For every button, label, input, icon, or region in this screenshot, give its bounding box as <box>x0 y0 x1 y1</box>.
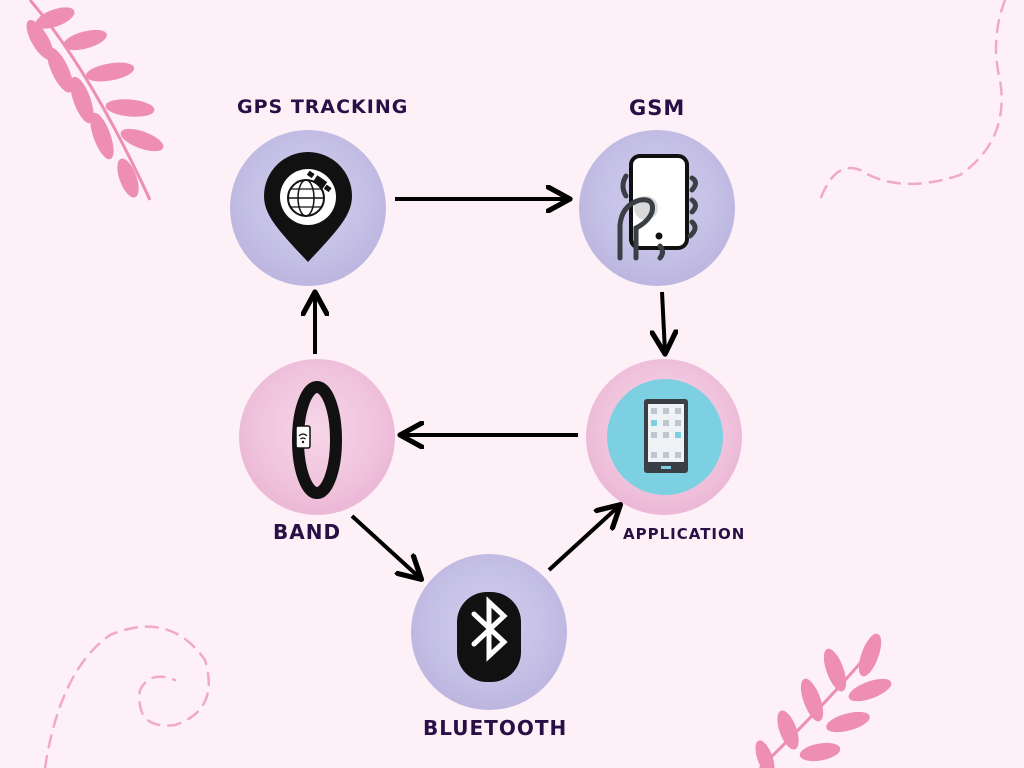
label-application: APPLICATION <box>623 525 746 543</box>
tablet-app-icon <box>607 379 723 495</box>
label-gsm: GSM <box>629 96 686 120</box>
leaf-branch-bottom-right-icon <box>755 633 892 768</box>
bluetooth-icon <box>457 592 521 682</box>
dashed-swirl-top-right-icon <box>818 0 1007 202</box>
node-gsm <box>579 130 735 286</box>
arrow-bluetooth-to-application <box>547 506 619 572</box>
node-bluetooth <box>411 554 567 710</box>
label-bluetooth: BLUETOOTH <box>423 716 568 740</box>
node-application <box>586 359 742 515</box>
map-pin-globe-satellite-icon <box>264 152 352 262</box>
label-gps-tracking: GPS TRACKING <box>237 96 409 118</box>
wristband-icon <box>292 381 342 499</box>
node-band <box>239 359 395 515</box>
dashed-swirl-bottom-left-icon <box>43 625 210 768</box>
arrow-gsm-to-application <box>662 291 665 352</box>
phone-in-hand-icon <box>617 154 698 261</box>
arrow-band-to-bluetooth <box>350 514 420 578</box>
label-band: BAND <box>273 520 342 544</box>
node-gps <box>230 130 386 286</box>
leaf-branch-top-left-icon <box>26 0 164 201</box>
